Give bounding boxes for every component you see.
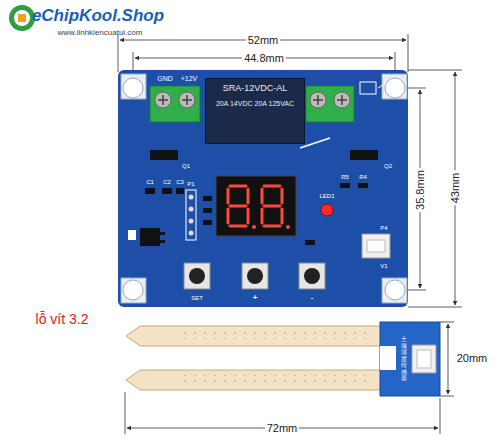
part-label: R5	[341, 174, 349, 181]
part-label: Q1	[182, 163, 190, 170]
dimension-label: 72mm	[265, 422, 300, 434]
led	[321, 204, 333, 216]
part-label: +12V	[181, 75, 198, 83]
part-label: Q2	[384, 163, 392, 170]
watermark: www.linhkiencuatui.com	[58, 29, 143, 38]
relay-rating: 20A 14VDC 20A 125VAC	[210, 100, 300, 108]
part-label: -	[311, 294, 314, 303]
watermark: eChipKool.Shop	[32, 7, 164, 26]
part-label: V1	[380, 263, 387, 270]
seven-segment-display	[216, 176, 296, 236]
relay-model: SRA-12VDC-AL	[210, 83, 300, 94]
dimension-label: 20mm	[455, 352, 490, 364]
part-label: C2	[163, 179, 171, 186]
part-label: R4	[359, 174, 367, 181]
part-label: +	[253, 294, 258, 303]
push-button	[184, 263, 325, 289]
dimension-label: 35.8mm	[414, 168, 426, 212]
part-label: LED1	[319, 193, 334, 200]
relay-box: SRA-12VDC-AL 20A 14VDC 20A 125VAC	[205, 78, 305, 144]
part-label: GND	[157, 75, 173, 83]
pin-header	[186, 190, 196, 240]
soil-probe	[126, 322, 440, 396]
part-label: lỗ vít 3.2	[36, 312, 89, 327]
part-label: 土壤湿度传感器	[401, 336, 407, 382]
dimension-label: 44.8mm	[242, 52, 286, 64]
part-label: P4	[380, 225, 387, 232]
pcb	[118, 70, 408, 307]
logo	[9, 5, 35, 31]
connector	[362, 234, 390, 258]
part-label: C1	[146, 179, 154, 186]
dimension-label: 43mm	[449, 171, 461, 206]
part-label: SET	[191, 295, 203, 302]
dimension-label: 52mm	[246, 34, 281, 46]
part-label: P1	[187, 181, 194, 188]
part-label: C3	[176, 179, 184, 186]
